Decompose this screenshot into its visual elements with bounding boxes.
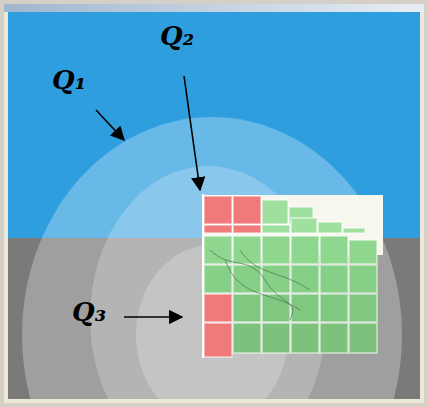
cut-plane-edge <box>202 194 204 358</box>
callout-label: Q₁ <box>52 66 86 95</box>
outer-dome <box>22 117 402 399</box>
cube-grid <box>204 196 377 357</box>
leader-arrow <box>96 110 124 140</box>
leader-arrow <box>184 76 200 190</box>
mesh-lines <box>210 250 310 320</box>
callout-label: Q₂ <box>160 22 194 51</box>
leader-arrow <box>124 316 182 318</box>
callout-label: Q₃ <box>72 298 106 327</box>
